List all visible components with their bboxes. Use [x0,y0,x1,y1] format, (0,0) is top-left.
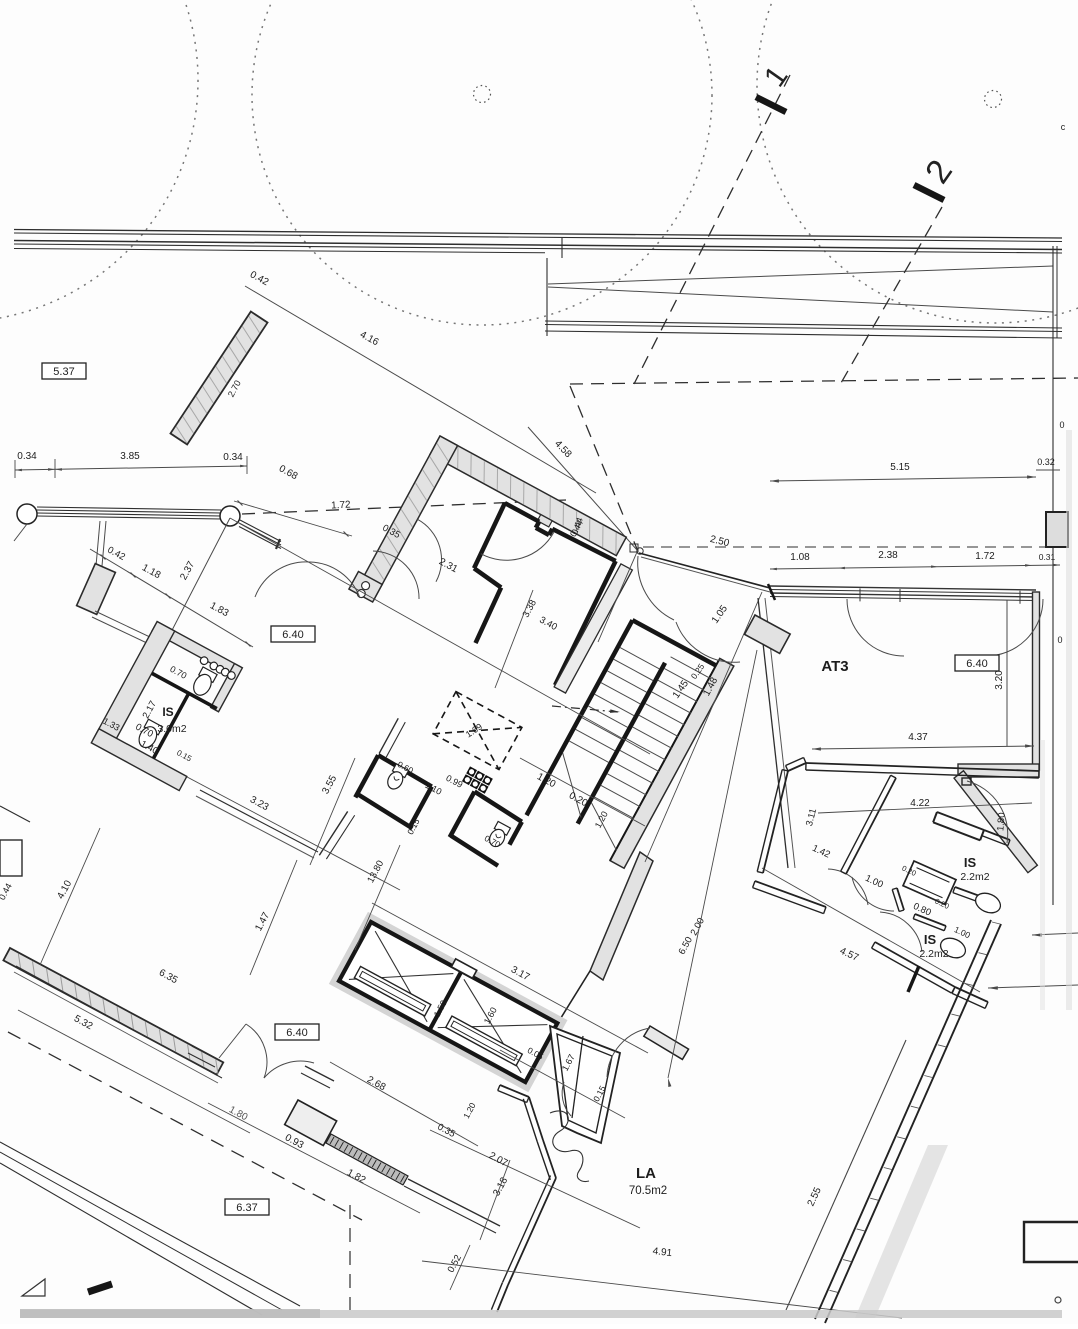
svg-text:6.37: 6.37 [236,1202,257,1214]
svg-text:0.32: 0.32 [1037,457,1055,467]
svg-text:5.37: 5.37 [53,366,74,378]
svg-text:0: 0 [1059,420,1064,430]
svg-text:1.08: 1.08 [790,552,810,563]
svg-text:70.5m2: 70.5m2 [629,1185,667,1197]
svg-text:2.2m2: 2.2m2 [919,948,948,960]
svg-text:1.80: 1.80 [995,812,1008,831]
svg-text:6.40: 6.40 [286,1027,307,1039]
svg-text:6.40: 6.40 [282,629,303,641]
svg-text:0.34: 0.34 [223,452,243,463]
svg-text:2.2m2: 2.2m2 [960,871,989,883]
svg-text:0: 0 [1057,635,1062,645]
svg-text:1.72: 1.72 [975,551,995,562]
svg-text:3.0m2: 3.0m2 [157,723,186,735]
svg-text:0.31: 0.31 [1039,552,1056,562]
svg-text:IS: IS [162,705,173,719]
svg-text:LA: LA [636,1165,656,1182]
svg-text:AT3: AT3 [821,658,848,675]
svg-text:2.38: 2.38 [878,550,898,561]
svg-text:6.40: 6.40 [966,658,987,670]
svg-text:c: c [1061,122,1066,132]
svg-text:4.37: 4.37 [908,732,928,743]
svg-text:4.22: 4.22 [910,798,930,809]
svg-text:3.20: 3.20 [994,670,1005,690]
svg-text:0.34: 0.34 [17,451,37,462]
svg-text:3.85: 3.85 [120,451,140,462]
svg-text:1.72: 1.72 [331,499,351,511]
svg-text:IS: IS [964,855,977,870]
svg-text:IS: IS [924,932,937,947]
svg-text:5.15: 5.15 [890,462,910,473]
